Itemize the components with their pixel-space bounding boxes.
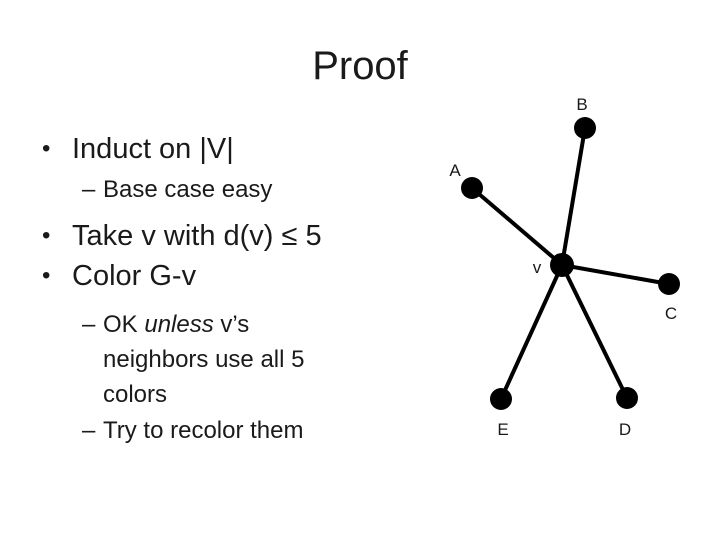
bullet-text: Base case easy xyxy=(103,176,273,203)
graph-node-D xyxy=(616,387,638,409)
bullet-marker: • xyxy=(42,135,51,162)
bullet-marker: • xyxy=(42,222,51,249)
graph-edge-v-C xyxy=(561,263,670,286)
slide-title: Proof xyxy=(312,44,408,88)
graph-node-label-C: C xyxy=(665,304,677,323)
subbullet-base-case: – Base case easy xyxy=(82,175,272,205)
graph-node-B xyxy=(574,117,596,139)
graph-node-label-D: D xyxy=(619,420,631,439)
subbullet-recolor: – Try to recolor them xyxy=(82,416,304,446)
star-graph-diagram: v A B C D E xyxy=(449,95,680,439)
bullet-text: Take v with d(v) ≤ 5 xyxy=(72,220,322,252)
graph-node-label-A: A xyxy=(449,161,461,180)
bullet-marker: • xyxy=(42,262,51,289)
bullet-text: Color G-v xyxy=(72,260,197,292)
graph-edge-v-B xyxy=(560,127,587,266)
bullet-text: Try to recolor them xyxy=(103,417,304,444)
graph-edge-v-E xyxy=(499,264,564,400)
graph-edge-v-A xyxy=(470,186,564,267)
graph-node-label-v: v xyxy=(533,258,542,277)
graph-node-E xyxy=(490,388,512,410)
bullet-color-gv: • Color G-v xyxy=(40,261,196,291)
dash-marker: – xyxy=(82,311,96,338)
graph-node-label-E: E xyxy=(497,420,508,439)
graph-edge-v-D xyxy=(560,264,629,399)
dash-marker: – xyxy=(82,417,96,444)
graph-node-C xyxy=(658,273,680,295)
dash-marker: – xyxy=(82,176,96,203)
bullet-induct: • Induct on |V| xyxy=(40,134,234,164)
graph-node-label-B: B xyxy=(576,95,587,114)
graph-node-A xyxy=(461,177,483,199)
graph-node-v xyxy=(550,253,574,277)
bullet-text: Induct on |V| xyxy=(72,133,234,165)
bullet-take-v: • Take v with d(v) ≤ 5 xyxy=(40,221,322,251)
